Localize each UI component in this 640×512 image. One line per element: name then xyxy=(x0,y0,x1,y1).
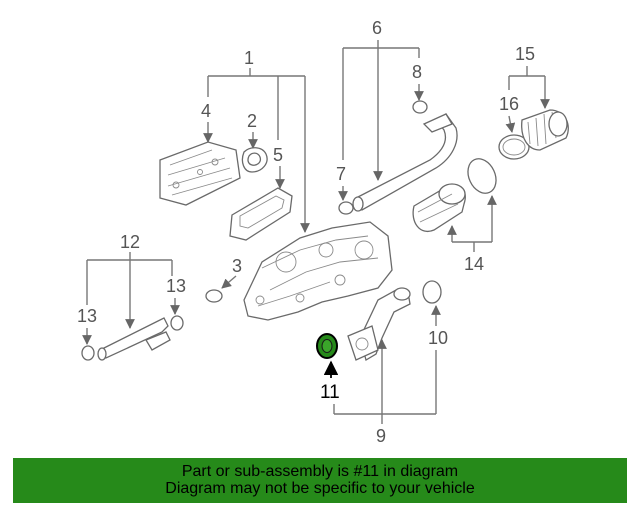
part-16-seal-ring xyxy=(498,134,530,160)
callout-15: 15 xyxy=(515,44,535,64)
parts-diagram: 1 4 2 5 3 6 xyxy=(77,18,569,446)
part-11-seal[interactable] xyxy=(316,333,338,359)
leader-lines-12 xyxy=(86,252,173,329)
callout-9: 9 xyxy=(376,426,386,446)
callout-16: 16 xyxy=(499,94,519,114)
leader-lines-9 xyxy=(333,339,436,424)
callout-8: 8 xyxy=(412,62,422,82)
part-8-o-ring xyxy=(412,100,428,114)
part-6-oil-pipe xyxy=(352,113,458,212)
callout-6: 6 xyxy=(372,18,382,38)
part-5-gasket xyxy=(229,187,293,241)
callout-11: 11 xyxy=(320,382,340,403)
leader-lines-6 xyxy=(342,40,420,181)
part-10-o-ring xyxy=(422,280,442,304)
part-4-oil-cooler xyxy=(159,141,241,206)
part-9-oil-pipe xyxy=(347,287,411,361)
callout-14: 14 xyxy=(464,254,484,274)
part-12-oil-tube xyxy=(97,317,171,361)
part-13-o-ring-right xyxy=(170,315,184,331)
callout-4: 4 xyxy=(201,101,211,121)
leader-lines-1 xyxy=(207,68,310,233)
callout-5: 5 xyxy=(273,145,283,165)
part-1-oil-filter-housing xyxy=(243,221,393,321)
part-filter-o-ring xyxy=(467,158,497,194)
part-13-o-ring-left xyxy=(81,345,95,361)
info-banner-line-2: Diagram may not be specific to your vehi… xyxy=(165,480,475,497)
callout-13-right: 13 xyxy=(166,276,186,296)
callout-7: 7 xyxy=(336,164,346,184)
part-7-o-ring xyxy=(338,201,354,215)
leader-lines-14 xyxy=(447,195,497,252)
callout-13-left: 13 xyxy=(77,306,97,326)
leader-lines-15 xyxy=(508,66,550,109)
callout-10: 10 xyxy=(428,328,448,348)
callout-2: 2 xyxy=(247,111,257,131)
part-2-gasket xyxy=(241,147,268,173)
info-banner-line-1: Part or sub-assembly is #11 in diagram xyxy=(181,463,459,480)
info-banner: Part or sub-assembly is #11 in diagram D… xyxy=(13,458,627,503)
callout-1: 1 xyxy=(244,48,254,68)
part-15-filter-cap xyxy=(521,109,569,151)
part-filter-element xyxy=(412,183,466,232)
part-3-o-ring xyxy=(205,289,223,303)
callout-12: 12 xyxy=(120,232,140,252)
callout-3: 3 xyxy=(232,256,242,276)
